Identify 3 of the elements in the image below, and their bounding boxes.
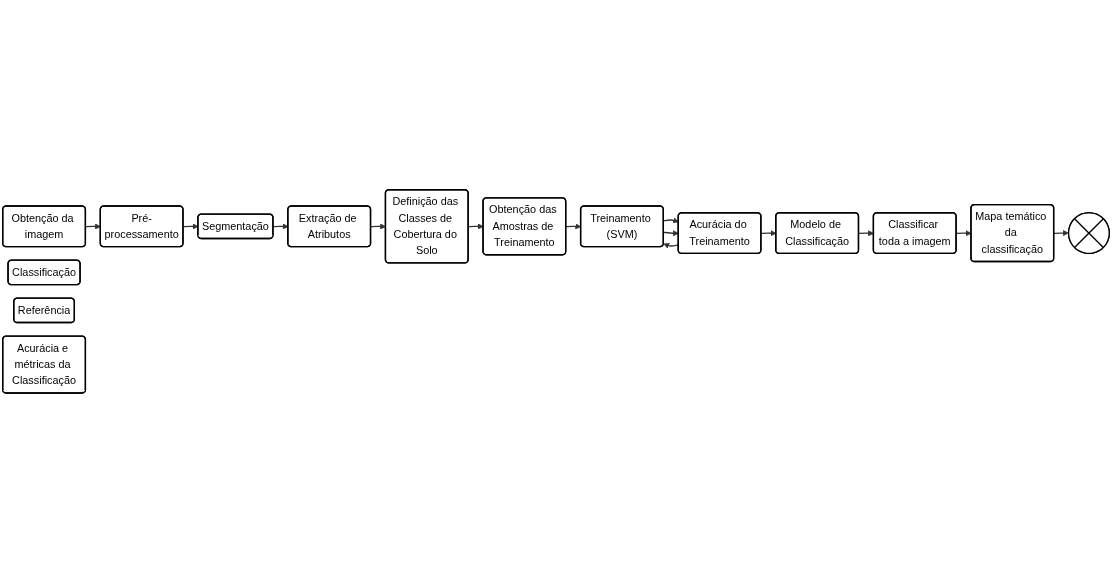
arrow [858, 229, 874, 236]
arrow [85, 223, 101, 229]
arrow [1053, 229, 1069, 236]
